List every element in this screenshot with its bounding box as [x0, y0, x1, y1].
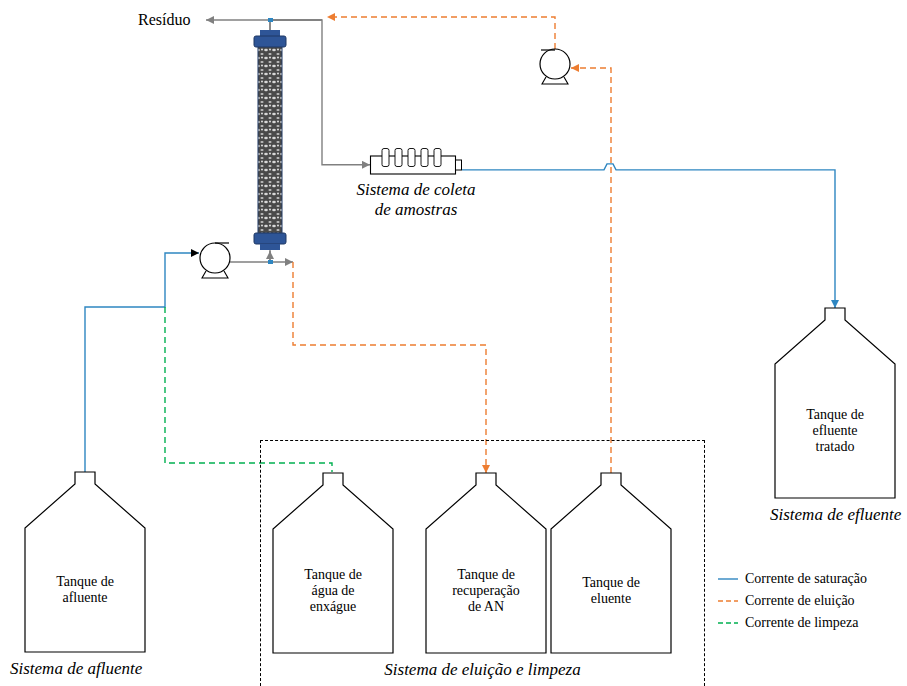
flow-connector [270, 17, 611, 473]
tank-outline [426, 473, 546, 653]
storage-tank: Tanque de eluente [551, 473, 671, 653]
tank-text-box: Tanque de recuperação de AN [445, 533, 527, 649]
junction [268, 18, 273, 22]
tank-outline [551, 473, 671, 653]
system-label: Sistema de efluente [770, 505, 901, 525]
tank-outline-path [426, 473, 546, 653]
tank-label: Tanque de água de enxágue [292, 567, 374, 615]
storage-tank: Tanque de efluente tratado [775, 308, 895, 498]
sample-tube [421, 149, 428, 167]
flow-line-segment [270, 250, 293, 262]
system-group: Sistema de eluição e limpeza Tanque de ág… [260, 440, 705, 686]
pump-symbol [200, 243, 230, 278]
tank-outline-path [551, 473, 671, 653]
column-fitting [260, 244, 280, 250]
legend-line [718, 622, 738, 623]
column-cap [254, 36, 286, 47]
group-heading-box: Sistema de eluição e limpeza [261, 660, 704, 680]
sample-tube [434, 149, 441, 167]
system-label: Sistema de afluente [10, 659, 142, 679]
tank-outline-path [25, 472, 145, 652]
system-heading: Sistema de eluição e limpeza [261, 660, 704, 680]
tank-outline-path [273, 473, 393, 653]
legend-text: Corrente de saturação [745, 571, 867, 587]
flow-line-segment [462, 164, 835, 308]
flow-line-segment [293, 262, 486, 473]
legend-sample [718, 618, 738, 628]
legend-sample [718, 596, 738, 606]
column-fitting [260, 30, 280, 36]
tank-outline [25, 472, 145, 652]
flow-connector [462, 164, 835, 308]
pump-outlet [541, 49, 555, 50]
outlet-label: Resíduo [138, 11, 190, 29]
column-bed [258, 46, 282, 234]
tank-label: Tanque de afluente [44, 574, 126, 606]
legend-row: Corrente de saturação [718, 568, 867, 590]
legend-row: Corrente de limpeza [718, 612, 867, 634]
column-cap [254, 233, 286, 244]
pump-symbol [540, 49, 570, 84]
tank-outline [273, 473, 393, 653]
tank-outline [775, 308, 895, 498]
cleaning-line [165, 307, 332, 472]
flow-line-segment [571, 68, 611, 473]
tank-label: Tanque de eluente [570, 575, 652, 607]
sample-tube [382, 149, 389, 167]
flow-line-segment [230, 251, 271, 262]
legend: Corrente de saturaçãoCorrente de eluição… [718, 568, 867, 634]
collector-end [456, 160, 462, 170]
sample-collector: Sistema de coleta de amostras [370, 148, 462, 176]
legend-row: Corrente de eluição [718, 590, 867, 612]
storage-tank: Tanque de recuperação de AN [426, 473, 546, 653]
storage-tank: Tanque de afluente [25, 472, 145, 652]
junction [268, 260, 273, 264]
pump-body [200, 243, 230, 273]
tank-label: Tanque de recuperação de AN [445, 567, 527, 615]
pump-body [540, 49, 570, 79]
sample-tube [408, 149, 415, 167]
flow-connector [85, 20, 370, 472]
tank-text-box: Tanque de eluente [570, 533, 652, 649]
system-heading: Sistema de coleta de amostras [348, 180, 484, 221]
legend-line [718, 600, 738, 601]
tank-outline-path [775, 308, 895, 498]
adsorption-column [254, 30, 286, 250]
tank-text-box: Tanque de afluente [44, 532, 126, 648]
legend-sample [718, 574, 738, 584]
collector-shape [370, 148, 462, 176]
storage-tank: Tanque de água de enxágue [273, 473, 393, 653]
legend-text: Corrente de eluição [745, 593, 855, 609]
flow-line-segment [327, 17, 555, 49]
legend-line [718, 578, 738, 579]
sample-tube [395, 149, 402, 167]
tank-text-box: Tanque de água de enxágue [292, 533, 374, 649]
flow-line-segment [85, 253, 199, 472]
tank-label: Tanque de efluente tratado [794, 407, 876, 455]
pump-outlet [215, 242, 229, 243]
tank-text-box: Tanque de efluente tratado [794, 368, 876, 494]
collector-heading-box: Sistema de coleta de amostras [348, 180, 484, 221]
legend-text: Corrente de limpeza [745, 615, 859, 631]
waste-line [206, 19, 322, 20]
